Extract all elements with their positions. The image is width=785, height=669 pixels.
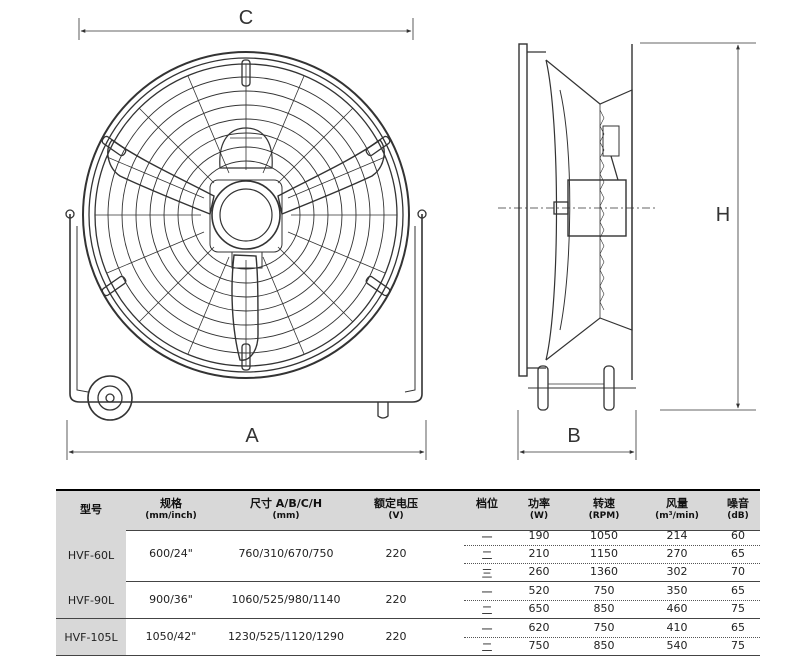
table-cell-rpm: 850	[593, 602, 615, 615]
fan-technical-drawing: C A B H	[65, 7, 756, 460]
table-cell-power: 260	[528, 565, 550, 578]
row-divider	[464, 637, 760, 638]
table-cell-spec: 1050/42"	[145, 630, 197, 643]
table-cell-size: 1060/525/980/1140	[231, 593, 341, 606]
table-cell-rpm: 750	[593, 621, 615, 634]
table-cell-model: HVF-60L	[56, 528, 126, 583]
row-divider	[464, 545, 760, 546]
table-cell-noise: 70	[731, 565, 745, 578]
table-cell-gear: 二	[481, 604, 493, 617]
dim-label-h: H	[716, 204, 730, 226]
header-power: 功率(W)	[528, 497, 550, 521]
table-cell-rpm: 850	[593, 639, 615, 652]
table-cell-rpm: 1150	[590, 547, 618, 560]
table-cell-gear: 一	[481, 586, 493, 599]
table-cell-gear: 一	[481, 623, 493, 636]
table-cell-size: 760/310/670/750	[238, 547, 334, 560]
header-model: 型号	[80, 503, 102, 516]
table-cell-gear: 二	[481, 641, 493, 654]
table-cell-airflow: 350	[666, 584, 688, 597]
table-cell-gear: 三	[481, 567, 493, 580]
table-cell-noise: 65	[731, 547, 745, 560]
table-cell-airflow: 214	[666, 529, 688, 542]
dim-label-a: A	[245, 425, 259, 447]
table-cell-voltage: 220	[385, 547, 407, 560]
table-cell-power: 210	[528, 547, 550, 560]
table-header: 型号 规格(mm/inch) 尺寸 A/B/C/H(mm) 额定电压(V) 档位…	[56, 489, 760, 531]
table-cell-rpm: 1050	[590, 529, 618, 542]
row-divider	[464, 563, 760, 564]
header-noise: 噪音(dB)	[727, 497, 749, 521]
table-cell-airflow: 410	[666, 621, 688, 634]
table-cell-voltage: 220	[385, 630, 407, 643]
header-spec: 规格(mm/inch)	[145, 497, 197, 521]
table-cell-power: 190	[528, 529, 550, 542]
dimension-b	[517, 410, 637, 460]
table-cell-airflow: 540	[666, 639, 688, 652]
table-cell-airflow: 460	[666, 602, 688, 615]
table-cell-spec: 900/36"	[149, 593, 193, 606]
table-cell-spec: 600/24"	[149, 547, 193, 560]
dim-label-c: C	[239, 7, 253, 29]
table-cell-voltage: 220	[385, 593, 407, 606]
table-cell-airflow: 270	[666, 547, 688, 560]
row-divider	[464, 600, 760, 601]
header-airflow: 风量(m³/min)	[655, 497, 699, 521]
table-cell-size: 1230/525/1120/1290	[227, 630, 345, 643]
table-cell-power: 520	[528, 584, 550, 597]
table-cell-rpm: 1360	[590, 565, 618, 578]
table-cell-noise: 75	[731, 602, 745, 615]
table-cell-power: 650	[528, 602, 550, 615]
dimension-a	[66, 420, 427, 460]
table-cell-model: HVF-90L	[56, 582, 126, 619]
header-voltage: 额定电压(V)	[374, 497, 418, 521]
table-cell-noise: 75	[731, 639, 745, 652]
table-cell-noise: 65	[731, 621, 745, 634]
table-cell-gear: 二	[481, 549, 493, 562]
table-cell-rpm: 750	[593, 584, 615, 597]
spec-table: 型号 规格(mm/inch) 尺寸 A/B/C/H(mm) 额定电压(V) 档位…	[56, 489, 760, 657]
table-cell-power: 750	[528, 639, 550, 652]
header-size: 尺寸 A/B/C/H(mm)	[249, 497, 323, 521]
group-divider	[126, 618, 760, 619]
header-rpm: 转速(RPM)	[588, 497, 620, 521]
table-cell-noise: 65	[731, 584, 745, 597]
table-bottom-border	[56, 655, 760, 656]
table-cell-noise: 60	[731, 529, 745, 542]
table-cell-gear: 一	[481, 531, 493, 544]
table-cell-power: 620	[528, 621, 550, 634]
group-divider	[126, 581, 760, 582]
dim-label-b: B	[567, 425, 580, 447]
header-gear: 档位	[476, 497, 498, 510]
table-cell-airflow: 302	[666, 565, 688, 578]
side-view	[498, 43, 655, 411]
table-cell-model: HVF-105L	[56, 619, 126, 656]
front-view	[65, 18, 427, 421]
dimension-h	[640, 42, 756, 411]
